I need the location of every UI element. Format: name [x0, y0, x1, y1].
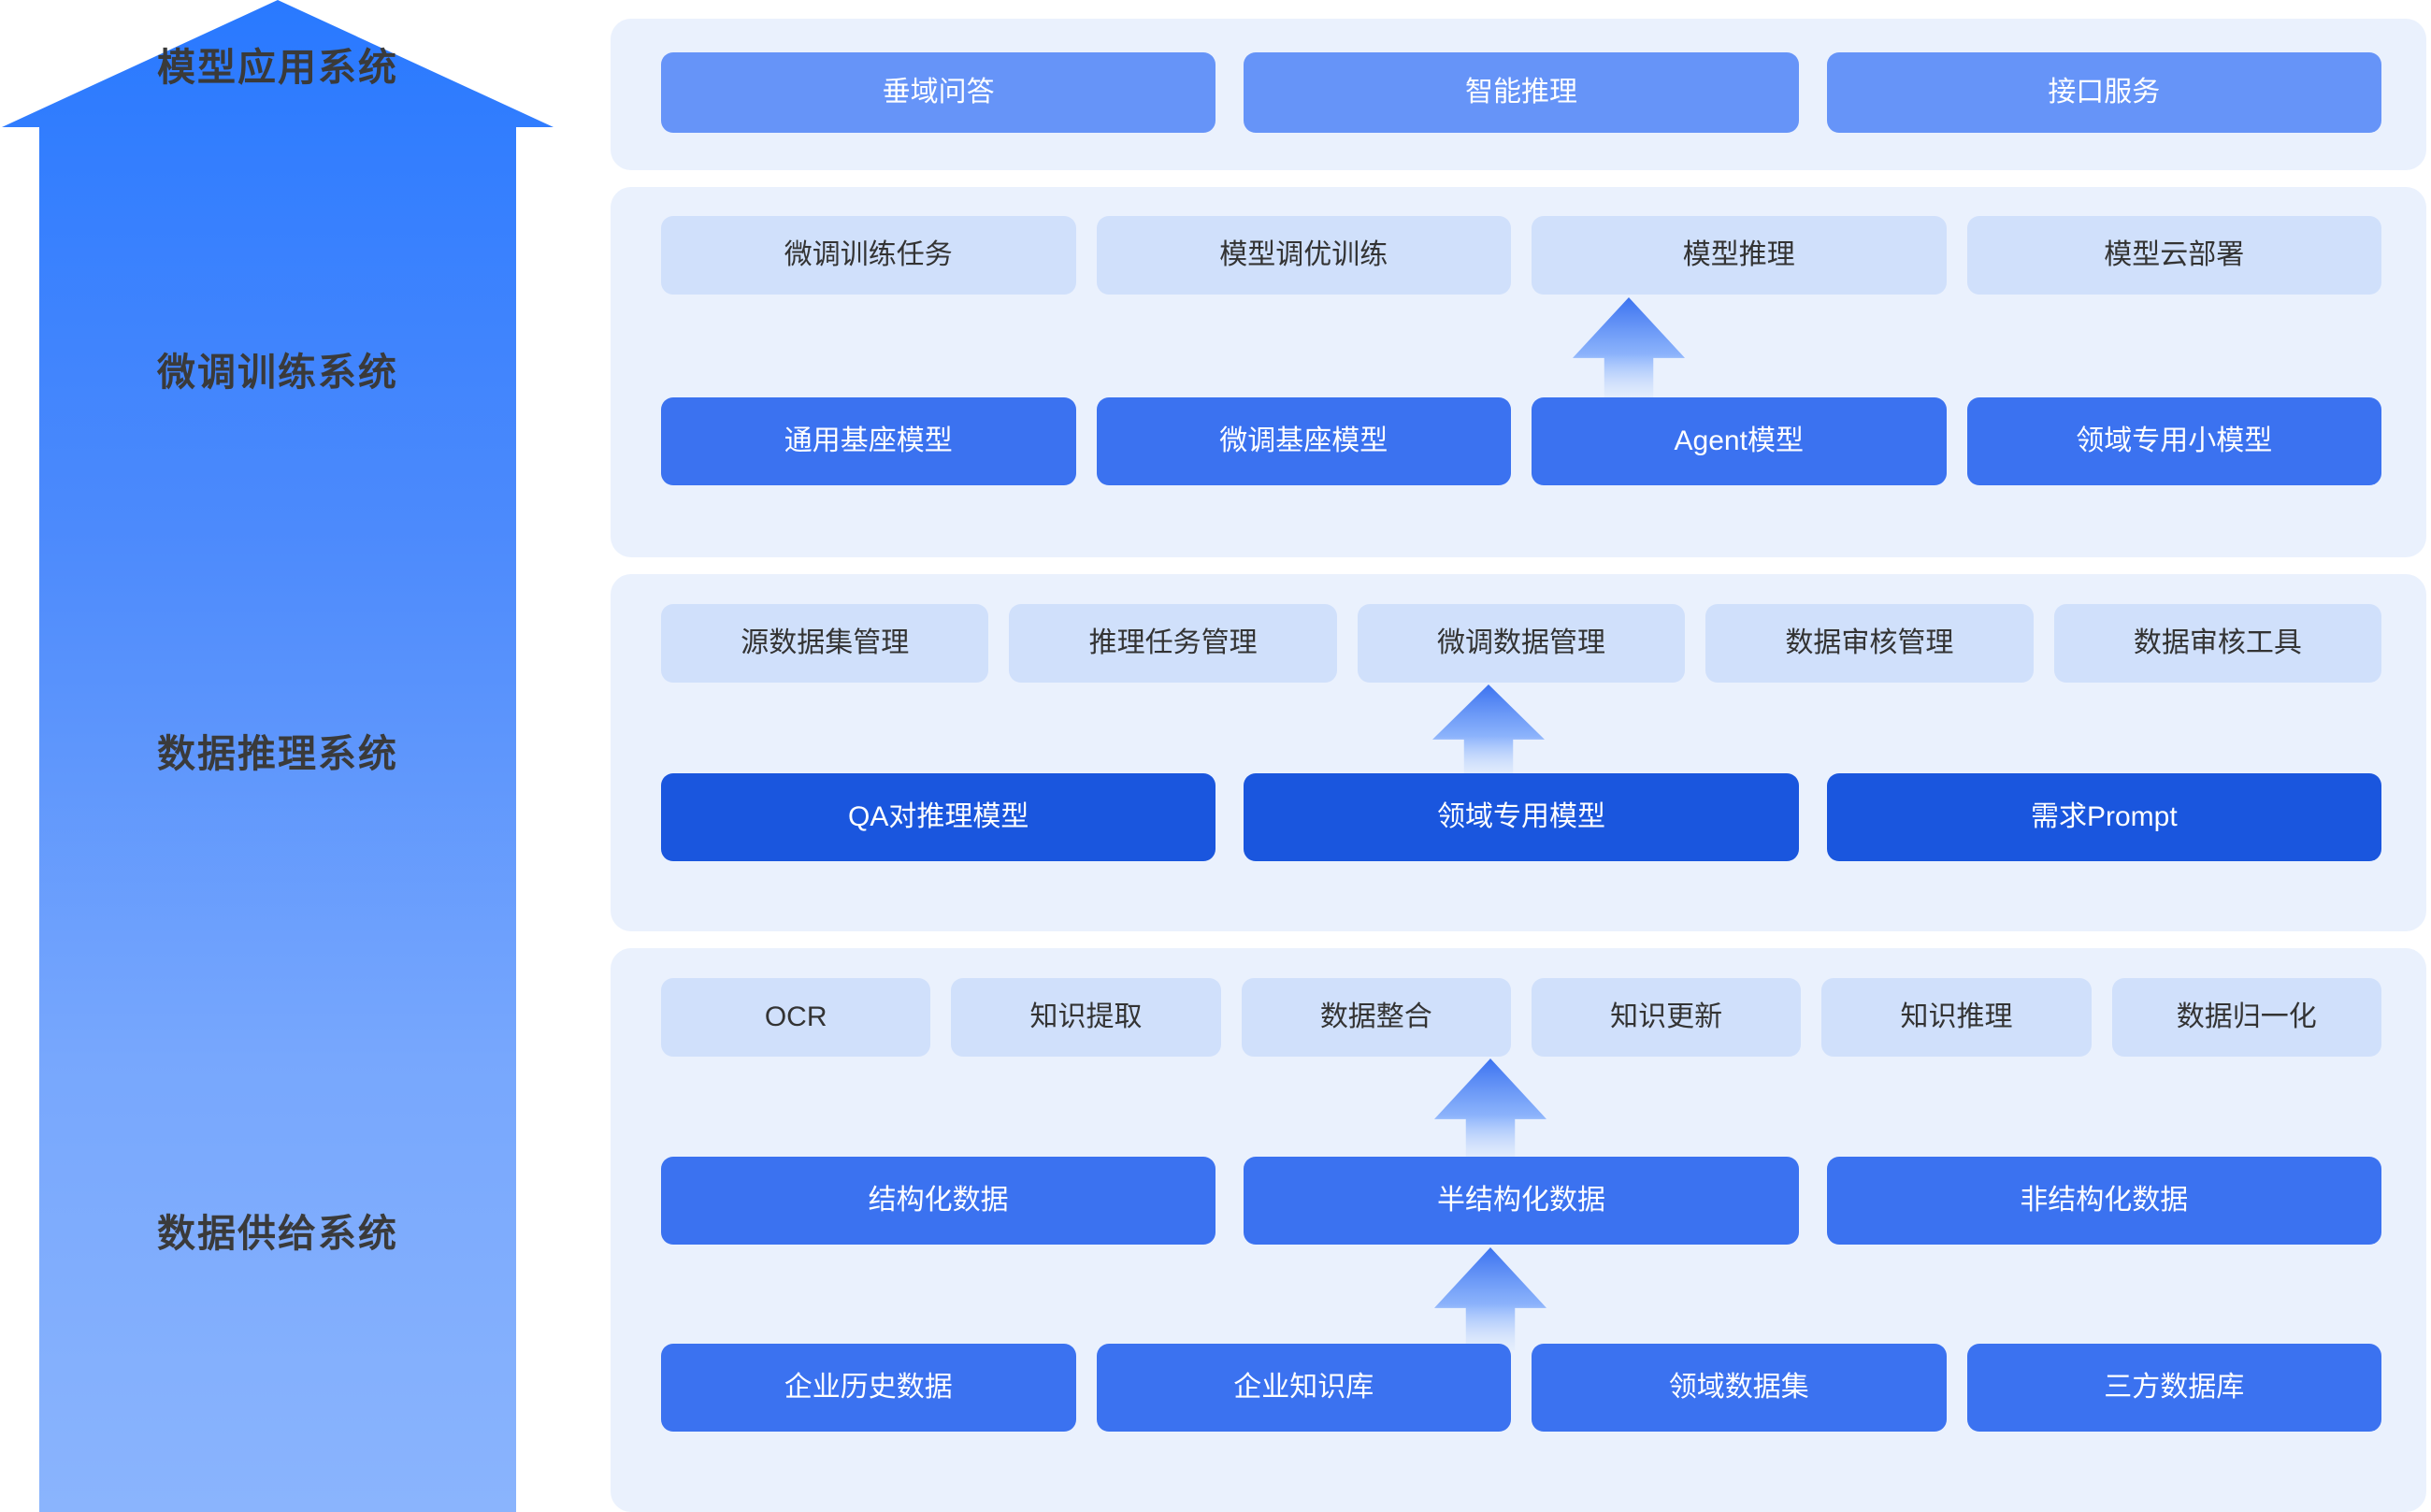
box-data-normalization[interactable]: 数据归一化 — [2111, 978, 2381, 1057]
row-finetune-tasks: 微调训练任务 模型调优训练 模型推理 模型云部署 — [661, 216, 2381, 295]
row-data-sources: 企业历史数据 企业知识库 领域数据集 三方数据库 — [661, 1344, 2381, 1432]
box-general-base-model[interactable]: 通用基座模型 — [661, 397, 1076, 485]
box-data-audit-tool[interactable]: 数据审核工具 — [2053, 604, 2382, 683]
box-finetuned-base-model[interactable]: 微调基座模型 — [1096, 397, 1511, 485]
connector-arrow-supply-upper — [1434, 1058, 1546, 1161]
row-structured-data: 结构化数据 半结构化数据 非结构化数据 — [661, 1157, 2381, 1245]
box-qa-pair-inference-model[interactable]: QA对推理模型 — [661, 773, 1216, 861]
box-data-integration[interactable]: 数据整合 — [1241, 978, 1511, 1057]
box-model-inference[interactable]: 模型推理 — [1532, 216, 1947, 295]
panel-data-inference: 源数据集管理 推理任务管理 微调数据管理 数据审核管理 数据审核工具 — [611, 574, 2426, 931]
layer-label-data-supply: 数据供给系统 — [157, 1212, 398, 1255]
box-enterprise-history-data[interactable]: 企业历史数据 — [661, 1344, 1076, 1432]
box-knowledge-update[interactable]: 知识更新 — [1531, 978, 1802, 1057]
growth-arrow-region: 模型应用系统 微调训练系统 数据推理系统 数据供给系统 — [0, 0, 598, 1512]
layer-label-finetune-training: 微调训练系统 — [157, 351, 398, 394]
box-enterprise-knowledge-base[interactable]: 企业知识库 — [1096, 1344, 1511, 1432]
box-data-audit-management[interactable]: 数据审核管理 — [1705, 604, 2034, 683]
layer-label-data-inference: 数据推理系统 — [157, 732, 398, 775]
box-finetune-data-management[interactable]: 微调数据管理 — [1357, 604, 1686, 683]
box-model-tuning-training[interactable]: 模型调优训练 — [1096, 216, 1511, 295]
box-inference-task-management[interactable]: 推理任务管理 — [1009, 604, 1337, 683]
layer-label-model-application: 模型应用系统 — [157, 46, 398, 89]
panel-model-application: 垂域问答 智能推理 接口服务 — [611, 19, 2426, 170]
box-knowledge-extraction[interactable]: 知识提取 — [951, 978, 1221, 1057]
row-base-models: 通用基座模型 微调基座模型 Agent模型 领域专用小模型 — [661, 397, 2381, 485]
box-agent-model[interactable]: Agent模型 — [1532, 397, 1947, 485]
box-semi-structured-data[interactable]: 半结构化数据 — [1244, 1157, 1799, 1245]
box-domain-dataset[interactable]: 领域数据集 — [1532, 1344, 1947, 1432]
panel-finetune-training: 微调训练任务 模型调优训练 模型推理 模型云部署 — [611, 187, 2426, 557]
box-intelligent-reasoning[interactable]: 智能推理 — [1244, 52, 1799, 133]
box-domain-small-model[interactable]: 领域专用小模型 — [1966, 397, 2381, 485]
box-finetune-training-task[interactable]: 微调训练任务 — [661, 216, 1076, 295]
box-third-party-database[interactable]: 三方数据库 — [1966, 1344, 2381, 1432]
row-knowledge-processing: OCR 知识提取 数据整合 知识更新 知识推理 数据归一化 — [661, 978, 2381, 1057]
box-unstructured-data[interactable]: 非结构化数据 — [1826, 1157, 2381, 1245]
row-application-services: 垂域问答 智能推理 接口服务 — [661, 52, 2381, 133]
layer-panels: 垂域问答 智能推理 接口服务 微调训练任务 模型调优训练 模型推理 模型云部署 — [611, 0, 2431, 1512]
connector-arrow-inference — [1432, 684, 1545, 778]
row-inference-models: QA对推理模型 领域专用模型 需求Prompt — [661, 773, 2381, 861]
box-structured-data[interactable]: 结构化数据 — [661, 1157, 1216, 1245]
upward-growth-arrow-icon — [2, 0, 554, 1512]
connector-arrow-finetune — [1573, 297, 1685, 400]
connector-arrow-supply-lower — [1434, 1247, 1546, 1350]
box-ocr[interactable]: OCR — [661, 978, 931, 1057]
box-api-service[interactable]: 接口服务 — [1826, 52, 2381, 133]
box-requirement-prompt[interactable]: 需求Prompt — [1826, 773, 2381, 861]
box-knowledge-reasoning[interactable]: 知识推理 — [1821, 978, 2092, 1057]
box-vertical-qa[interactable]: 垂域问答 — [661, 52, 1216, 133]
box-domain-specific-model[interactable]: 领域专用模型 — [1244, 773, 1799, 861]
panel-data-supply: OCR 知识提取 数据整合 知识更新 知识推理 数据归一化 — [611, 948, 2426, 1512]
box-model-cloud-deploy[interactable]: 模型云部署 — [1966, 216, 2381, 295]
row-data-management: 源数据集管理 推理任务管理 微调数据管理 数据审核管理 数据审核工具 — [661, 604, 2382, 683]
box-source-dataset-management[interactable]: 源数据集管理 — [661, 604, 989, 683]
